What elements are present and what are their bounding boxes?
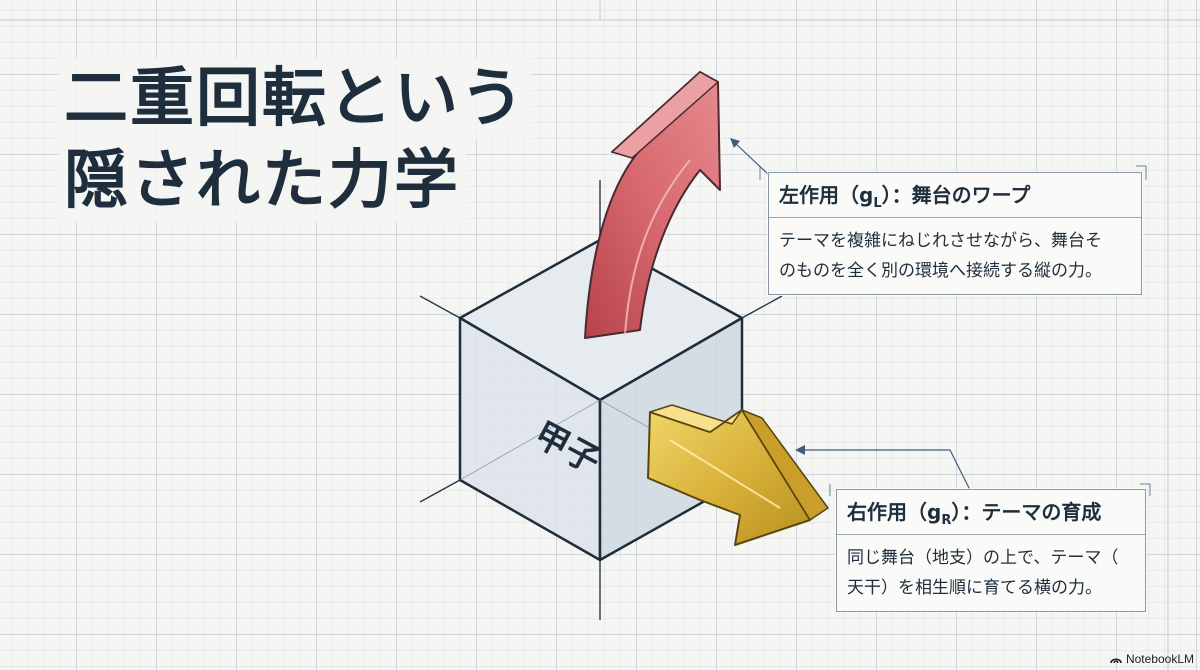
right-action-heading-rest: ）：テーマの育成 <box>951 500 1102 524</box>
left-action-body-line-2: のものを全く別の環境へ接続する縦の力。 <box>779 261 1102 281</box>
callout-brackets <box>759 165 1151 496</box>
left-action-callout: 左作用（gL）：舞台のワープ テーマを複雑にねじれさせながら、舞台そ のものを全… <box>768 172 1142 295</box>
left-action-description: テーマを複雑にねじれさせながら、舞台そ のものを全く別の環境へ接続する縦の力。 <box>769 218 1141 294</box>
right-action-body-line-1: 同じ舞台（地支）の上で、テーマ（ <box>847 548 1119 568</box>
title-line-1: 二重回転という <box>58 58 532 140</box>
title-line-2: 隠された力学 <box>58 140 466 222</box>
left-action-arrow <box>584 71 721 339</box>
right-action-heading: 右作用（gR）：テーマの育成 <box>837 490 1145 535</box>
left-action-heading-sub: L <box>873 196 882 211</box>
notebooklm-label: NotebookLM <box>1125 652 1194 666</box>
notebooklm-badge: NotebookLM <box>1110 652 1194 666</box>
left-action-heading: 左作用（gL）：舞台のワープ <box>769 173 1141 218</box>
callout-pointers <box>730 138 971 491</box>
left-action-heading-main: 左作用（g <box>779 183 874 207</box>
right-action-description: 同じ舞台（地支）の上で、テーマ（ 天干）を相生順に育てる横の力。 <box>837 535 1145 611</box>
notebooklm-logo-icon <box>1110 658 1122 663</box>
page-title: 二重回転という 隠された力学 <box>58 58 532 222</box>
left-action-body-line-1: テーマを複雑にねじれさせながら、舞台そ <box>779 231 1102 251</box>
right-action-body-line-2: 天干）を相生順に育てる横の力。 <box>847 578 1102 598</box>
left-action-heading-rest: ）：舞台のワープ <box>881 183 1031 207</box>
right-action-heading-sub: R <box>941 513 952 528</box>
right-action-heading-main: 右作用（g <box>847 500 942 524</box>
right-action-callout: 右作用（gR）：テーマの育成 同じ舞台（地支）の上で、テーマ（ 天干）を相生順に… <box>836 489 1146 612</box>
right-action-arrow <box>647 404 829 546</box>
